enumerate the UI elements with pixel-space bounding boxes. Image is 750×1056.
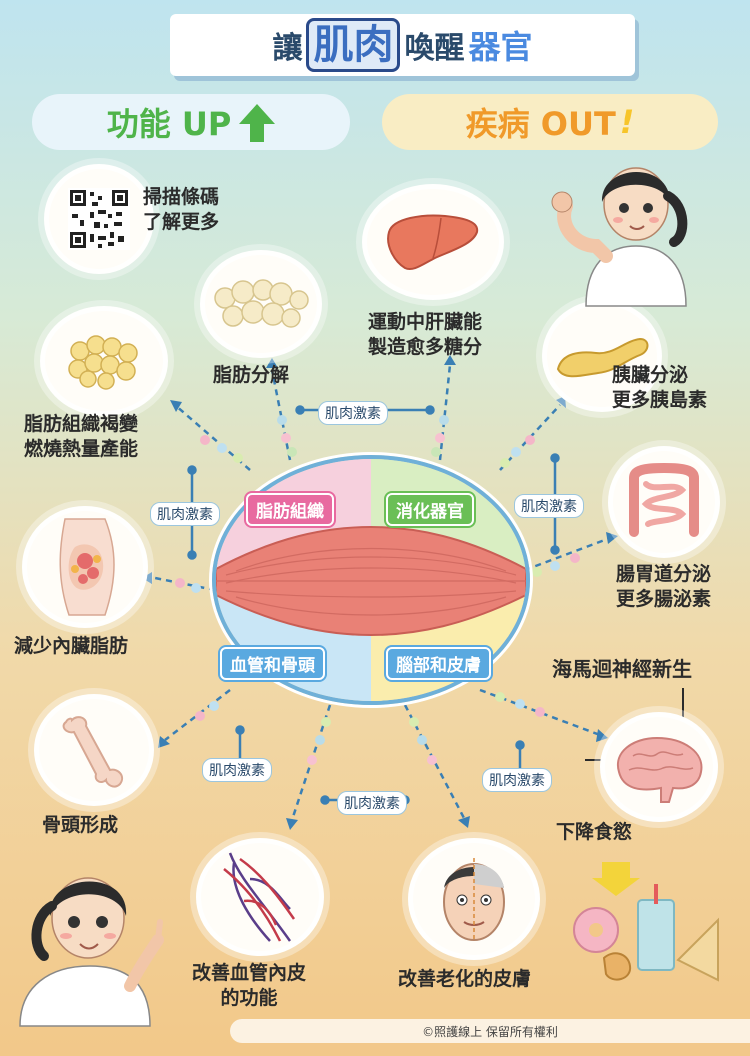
tag-brain-skin: 腦部和皮膚 xyxy=(386,647,491,680)
arrow-to-visceral-fat xyxy=(154,576,216,592)
tag-fat-tissue: 脂肪組織 xyxy=(246,493,334,526)
title-prefix: 讓 xyxy=(272,31,303,66)
arrowhead-bone xyxy=(158,736,170,748)
visceral-fat-circle xyxy=(22,506,148,628)
arrowhead-skin xyxy=(458,816,470,828)
arrowhead-brain xyxy=(596,729,608,742)
vessel-label: 改善血管內皮 的功能 xyxy=(192,962,307,1009)
up-arrow-icon xyxy=(239,104,276,142)
skin-label: 改善老化的皮膚 xyxy=(398,968,532,990)
disease-out-banner: 疾病 OUT ! xyxy=(382,94,718,150)
hormone-label-bottom-right: 肌肉激素 xyxy=(482,768,552,792)
exclamation-mark: ! xyxy=(619,103,635,141)
function-up-banner: 功能 UP xyxy=(32,94,350,150)
qr-code-icon[interactable] xyxy=(68,188,130,250)
doctor-pointing-icon xyxy=(19,877,164,1027)
arrowhead-fat-breakdown xyxy=(266,358,278,368)
intestine-circle xyxy=(608,446,720,558)
hippocampus-label: 海馬迴神經新生 xyxy=(552,657,692,681)
skin-circle xyxy=(408,838,540,960)
brown-fat-circle xyxy=(40,306,168,416)
arrowhead-intestine xyxy=(606,532,618,544)
arrowhead-visceral-fat xyxy=(142,572,152,584)
hormone-label-top: 肌肉激素 xyxy=(318,401,388,425)
fat-breakdown-label: 脂肪分解 xyxy=(213,364,290,386)
title-suffix: 器官 xyxy=(468,28,533,66)
arrowhead-brown-fat xyxy=(170,400,182,412)
disease-out-text: 疾病 OUT xyxy=(465,105,616,143)
pancreas-icon xyxy=(556,337,649,378)
appetite-label: 下降食慾 xyxy=(556,821,633,843)
intestine-label: 腸胃道分泌 更多腸泌素 xyxy=(616,563,712,610)
bone-circle xyxy=(34,694,154,806)
fat-breakdown-circle xyxy=(200,250,322,358)
hormone-label-bottom: 肌肉激素 xyxy=(337,791,407,815)
title-middle: 喚醒 xyxy=(404,31,465,66)
brown-fat-cells-icon xyxy=(68,335,138,390)
title-highlight: 肌肉 xyxy=(306,18,401,72)
muscle-icon xyxy=(216,525,526,637)
tag-vessel-bone: 血管和骨頭 xyxy=(220,647,325,680)
intestine-icon xyxy=(629,462,699,537)
brain-icon xyxy=(616,736,703,803)
brown-fat-label: 脂肪組織褐變 燃燒熱量產能 xyxy=(24,413,139,460)
function-up-text: 功能 UP xyxy=(106,105,232,143)
pancreas-label: 胰臟分泌 更多胰島素 xyxy=(612,364,708,411)
fat-cells-icon xyxy=(214,279,309,328)
aging-face-icon xyxy=(443,858,505,942)
liver-label: 運動中肝臟能 製造愈多糖分 xyxy=(368,311,483,358)
bone-icon xyxy=(62,716,124,788)
qr-caption: 掃描條碼 了解更多 xyxy=(143,186,220,233)
tag-digestive: 消化器官 xyxy=(386,493,474,526)
doctor-flexing-icon xyxy=(551,167,688,307)
qr-circle[interactable] xyxy=(44,164,154,274)
visceral-fat-label: 減少內臟脂肪 xyxy=(14,635,129,657)
hormone-label-bottom-left: 肌肉激素 xyxy=(202,758,272,782)
arrow-to-intestine xyxy=(524,536,611,572)
hormone-label-right: 肌肉激素 xyxy=(514,494,584,518)
liver-circle xyxy=(362,184,504,300)
hormone-dots xyxy=(175,415,580,765)
abdomen-icon xyxy=(59,518,115,616)
liver-icon xyxy=(387,214,479,270)
copyright-bar: ©照護線上 保留所有權利 xyxy=(230,1019,750,1043)
brain-circle xyxy=(600,712,718,822)
blood-vessel-icon xyxy=(223,852,296,942)
junk-food-icon xyxy=(573,884,719,982)
arrowhead-vessel xyxy=(286,818,298,830)
arrow-to-liver xyxy=(438,364,452,461)
bone-label: 骨頭形成 xyxy=(42,814,119,836)
appetite-down-arrow-icon xyxy=(592,862,640,896)
arrow-to-fat-breakdown xyxy=(270,369,292,461)
vessel-circle xyxy=(196,838,324,956)
arrowhead-liver xyxy=(444,355,456,365)
title-banner: 讓 肌肉 喚醒 器官 xyxy=(170,14,635,76)
hormone-label-left: 肌肉激素 xyxy=(150,502,220,526)
